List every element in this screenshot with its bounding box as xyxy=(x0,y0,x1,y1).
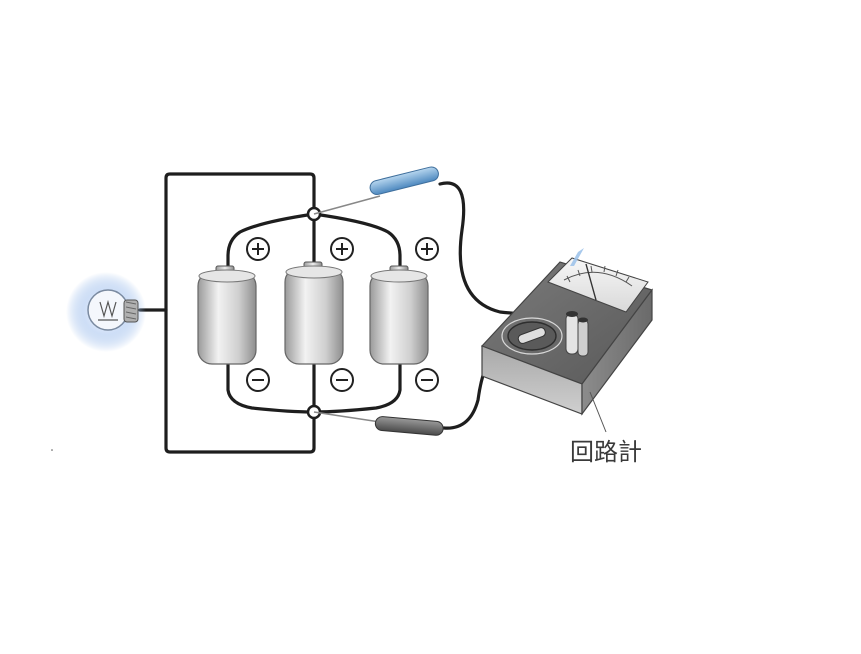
light-bulb xyxy=(66,272,146,352)
meter-jack-negative xyxy=(577,319,589,357)
battery-2 xyxy=(284,261,344,365)
negative-symbol-1 xyxy=(246,368,270,392)
positive-bus-wire xyxy=(226,212,402,272)
meter-leader-line xyxy=(589,391,607,433)
positive-symbol-3 xyxy=(415,237,439,261)
meter-needle xyxy=(585,263,597,301)
negative-bus-wire xyxy=(226,360,402,414)
positive-symbol-2 xyxy=(330,237,354,261)
negative-symbol-2 xyxy=(330,368,354,392)
negative-probe xyxy=(313,411,444,436)
battery-1 xyxy=(197,265,257,365)
negative-symbol-3 xyxy=(415,368,439,392)
multimeter xyxy=(480,248,653,416)
meter-dial xyxy=(547,257,649,313)
stray-dot xyxy=(51,449,53,451)
meter-label: 回路計 xyxy=(570,438,642,466)
positive-symbol-1 xyxy=(246,237,270,261)
meter-jack-positive xyxy=(565,313,579,355)
outer-wire xyxy=(138,172,316,454)
positive-probe xyxy=(313,166,439,215)
battery-3 xyxy=(369,265,429,365)
